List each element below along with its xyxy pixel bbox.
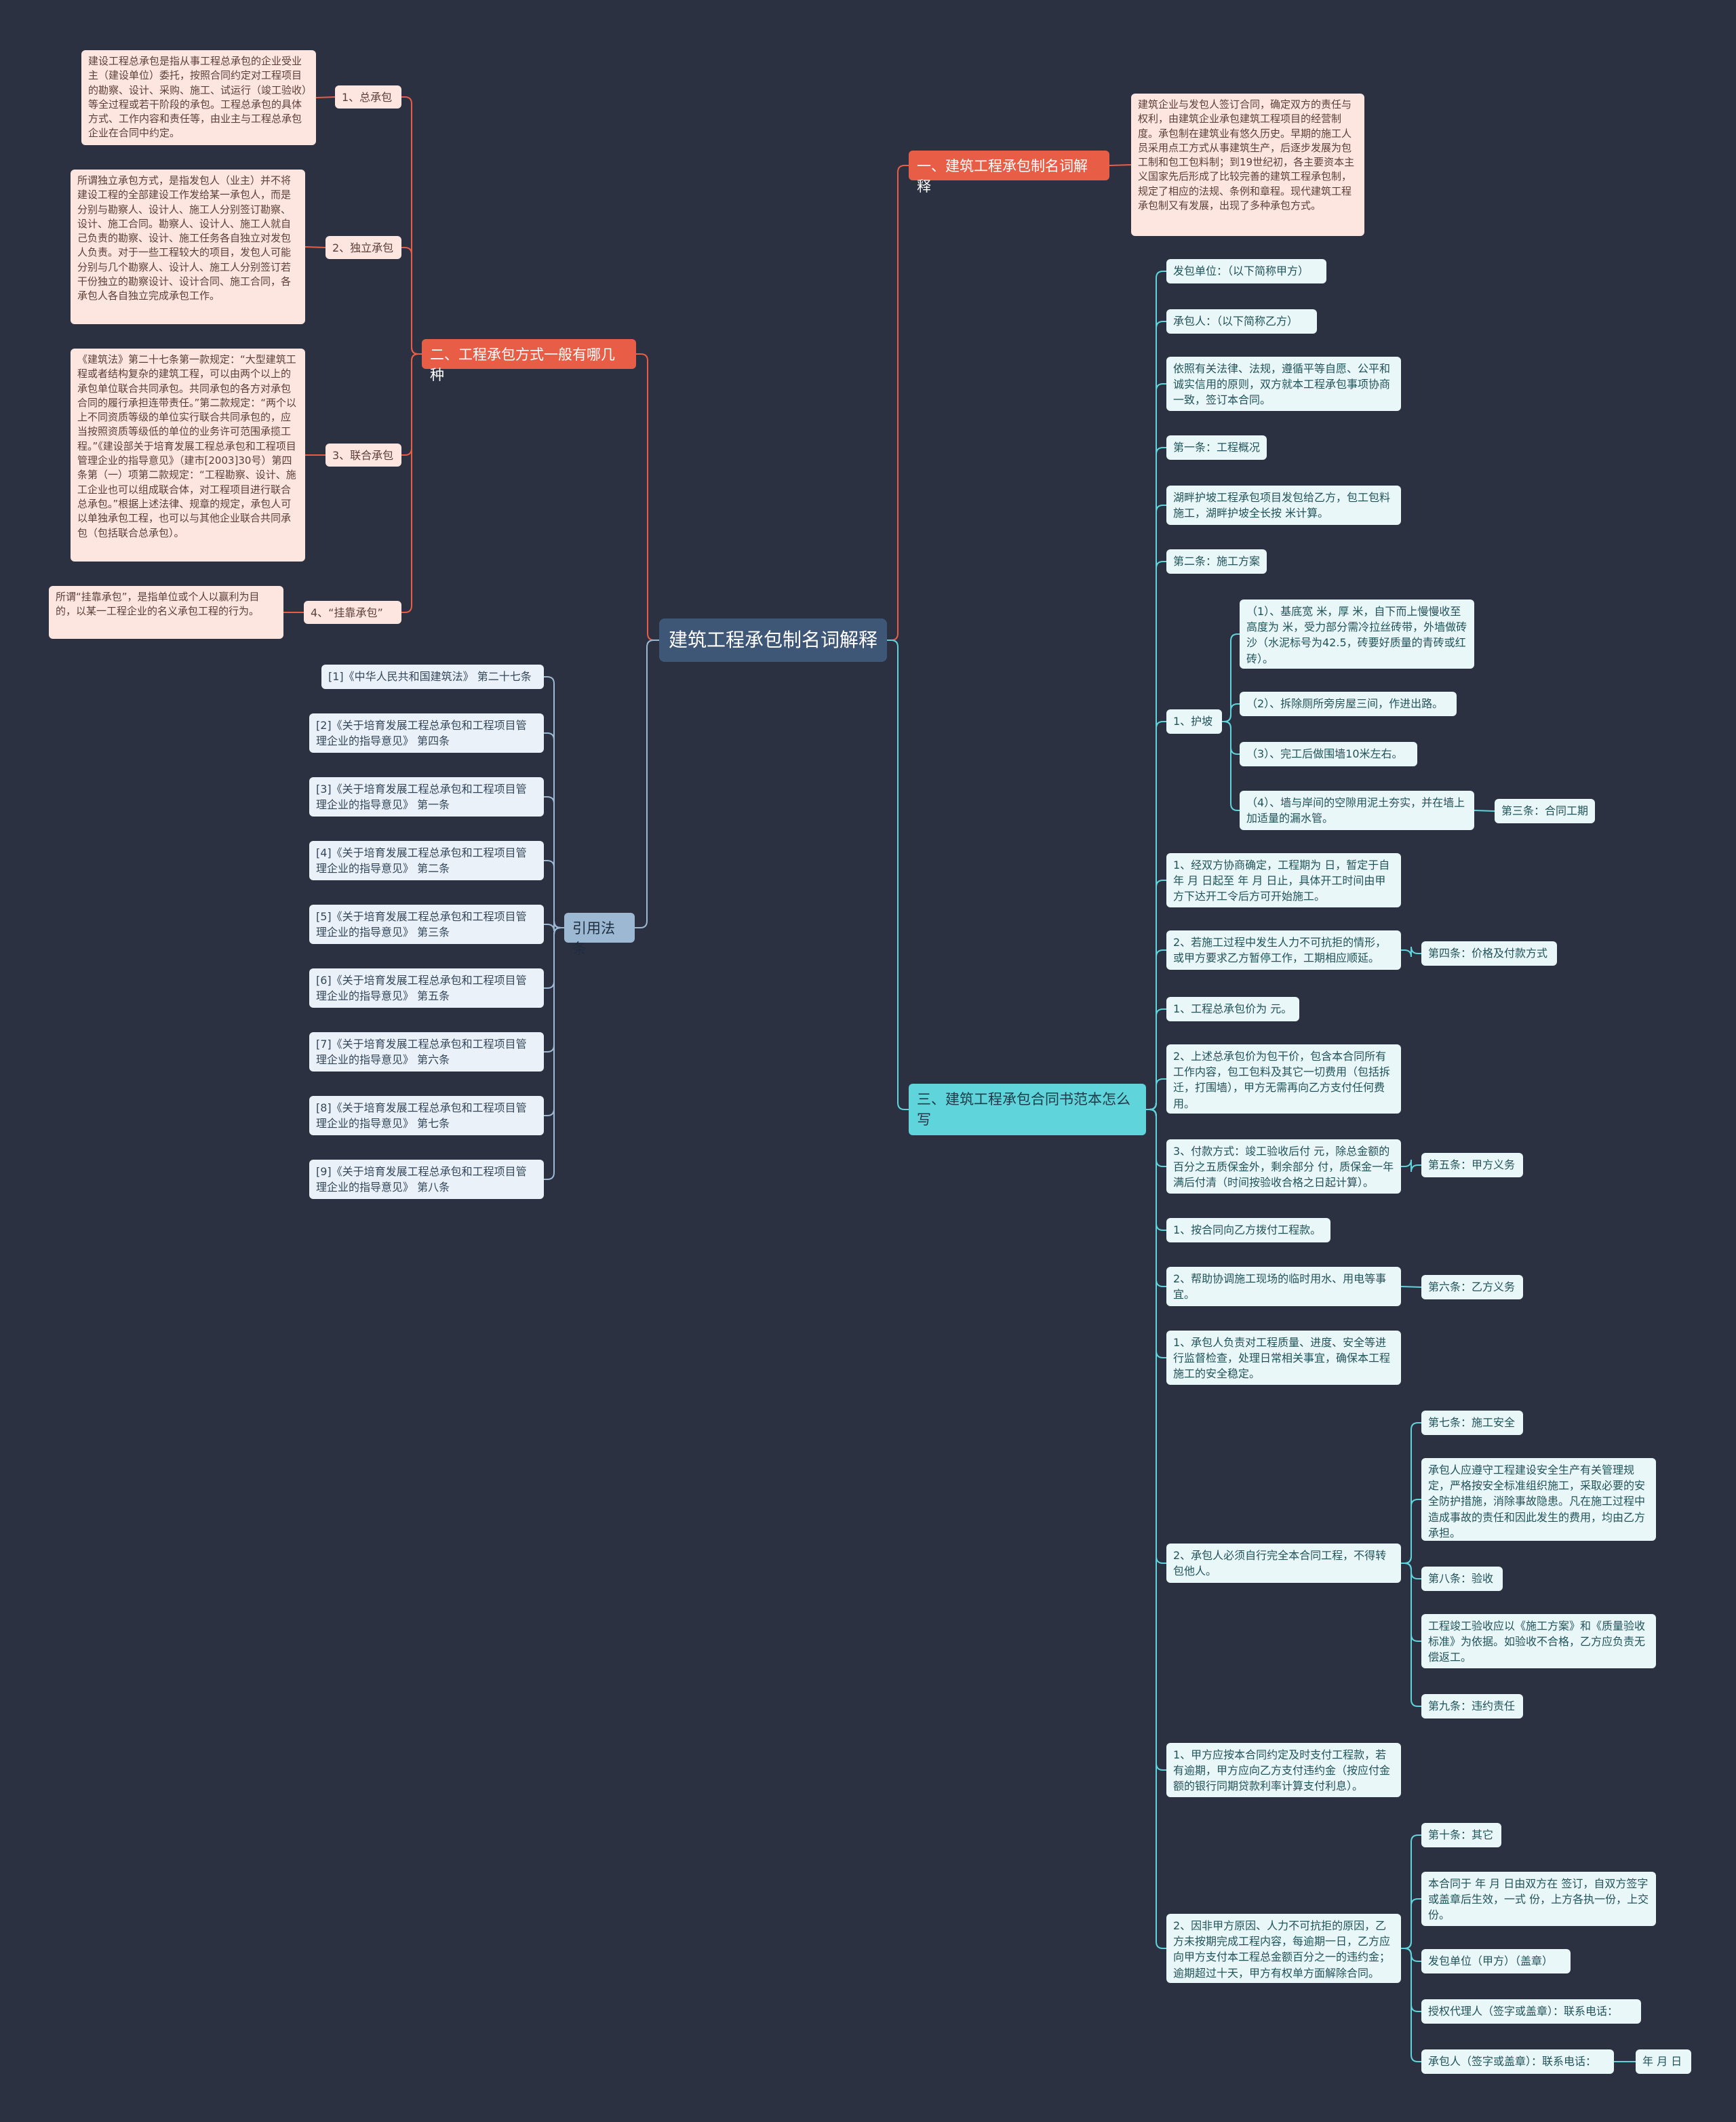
connector-line [544,927,564,1180]
connector-line [401,247,422,355]
ref-item-6[interactable]: [6]《关于培育发展工程总承包和工程项目管理企业的指导意见》 第五条 [309,968,544,1008]
connector-line [887,165,909,641]
section1-title[interactable]: 一、建筑工程承包制名词解释 [909,151,1109,195]
s3-art3[interactable]: 第三条：合同工期 [1495,799,1595,823]
s3-yi-1[interactable]: 1、承包人负责对工程质量、进度、安全等进行监督检查，处理日常相关事宜，确保本工程… [1166,1331,1401,1385]
connector-line [1401,1499,1421,1564]
connector-line [636,353,659,641]
connector-line [1400,1286,1422,1288]
s3-price-1[interactable]: 1、工程总承包价为 元。 [1166,997,1299,1021]
connector-line [1222,703,1240,722]
s3-weiyue-1[interactable]: 1、甲方应按本合同约定及时支付工程款，若有逾期，甲方应向乙方支付违约金（按应付金… [1166,1743,1401,1797]
ref-item-4[interactable]: [4]《关于培育发展工程总承包和工程项目管理企业的指导意见》 第二条 [309,841,544,880]
ref-item-8[interactable]: [8]《关于培育发展工程总承包和工程项目管理企业的指导意见》 第七条 [309,1096,544,1135]
connector-line [544,920,564,932]
s3-art7-text[interactable]: 承包人应遵守工程建设安全生产有关管理规定，严格按安全标准组织施工，采取必要的安全… [1421,1458,1656,1541]
s3-art2[interactable]: 第二条：施工方案 [1166,549,1267,574]
s3-art9[interactable]: 第九条：违约责任 [1421,1694,1523,1718]
section2-title[interactable]: 二、工程承包方式一般有哪几种 [422,339,636,383]
s3-date[interactable]: 年 月 日 [1636,2049,1691,2074]
ref-item-7[interactable]: [7]《关于培育发展工程总承包和工程项目管理企业的指导意见》 第六条 [309,1032,544,1072]
s3-period-2[interactable]: 2、若施工过程中发生人力不可抗拒的情形，或甲方要求乙方暂停工作，工期相应顺延。 [1166,930,1401,970]
ref-item-9[interactable]: [9]《关于培育发展工程总承包和工程项目管理企业的指导意见》 第八条 [309,1160,544,1199]
connector-line [1146,1109,1166,1949]
s3-art8-text[interactable]: 工程竣工验收应以《施工方案》和《质量验收标准》为依据。如验收不合格，乙方应负责无… [1421,1614,1656,1668]
s3-hupo-1[interactable]: （1）、基底宽 米，厚 米，自下而上慢慢收至高度为 米，受力部分需冷拉丝砖带，外… [1240,600,1474,669]
s3-art10-text[interactable]: 本合同于 年 月 日由双方在 签订，自双方签字或盖章后生效，一式 份，上方各执一… [1421,1872,1656,1926]
s3-sign-1[interactable]: 发包单位（甲方）（盖章） [1421,1949,1571,1973]
s2-item4-text: 所谓“挂靠承包”，是指单位或个人以赢利为目的，以某一工程企业的名义承包工程的行为… [49,586,283,639]
s3-price-2[interactable]: 2、上述总承包价为包干价，包含本合同所有工作内容，包工包料及其它一切费用（包括拆… [1166,1044,1401,1114]
s3-sign-3[interactable]: 承包人（签字或盖章）：联系电话： [1421,2049,1614,2074]
connector-line [1401,1898,1421,1949]
connector-line [1401,946,1421,958]
ref-item-1[interactable]: [1]《中华人民共和国建筑法》 第二十七条 [321,665,544,689]
s3-art5[interactable]: 第五条：甲方义务 [1421,1153,1523,1177]
s3-art10[interactable]: 第十条：其它 [1421,1823,1501,1847]
connector-line [1474,810,1495,812]
s3-sign-2[interactable]: 授权代理人（签字或盖章）：联系电话： [1421,1999,1641,2024]
section3-title[interactable]: 三、建筑工程承包合同书范本怎么写 [909,1084,1146,1135]
s3-price-3[interactable]: 3、付款方式：竣工验收后付 元，除总金额的百分之五质保金外，剩余部分 付，质保金… [1166,1139,1401,1194]
s3-period-1[interactable]: 1、经双方协商确定，工程期为 日，暂定于自 年 月 日起至 年 月 日止，具体开… [1166,853,1401,907]
connector-line [544,860,564,928]
connector-line [304,246,326,248]
s2-item1-label[interactable]: 1、总承包 [335,85,401,109]
s3-hupo-3[interactable]: （3）、完工后做围墙10米左右。 [1240,742,1417,766]
connector-line [887,640,909,1110]
s3-yi-2[interactable]: 2、承包人必须自行完全本合同工程，不得转包他人。 [1166,1544,1401,1583]
section1-text: 建筑企业与发包人签订合同，确定双方的责任与权利，由建筑企业承包建筑工程项目的经营… [1131,94,1364,236]
connector-line [1401,1948,1421,2062]
connector-line [635,640,659,928]
s2-item1-text: 建设工程总承包是指从事工程总承包的企业受业主（建设单位）委托，按照合同约定对工程… [81,50,316,145]
s3-art7[interactable]: 第七条：施工安全 [1421,1411,1523,1435]
connector-line [315,96,336,98]
s3-hupo[interactable]: 1、护坡 [1166,709,1222,734]
s3-jia-2[interactable]: 2、帮助协调施工现场的临时用水、用电等事宜。 [1166,1267,1401,1306]
s3-intro[interactable]: 依照有关法律、法规，遵循平等自愿、公平和诚实信用的原则，双方就本工程承包事项协商… [1166,357,1401,411]
s3-hupo-2[interactable]: （2）、拆除厕所旁房屋三间，作进出路。 [1240,692,1457,716]
root-topic[interactable]: 建筑工程承包制名词解释 [659,618,887,662]
s3-chengbao[interactable]: 承包人：（以下简称乙方） [1166,309,1317,334]
s2-item3-text: 《建筑法》第二十七条第一款规定：“大型建筑工程或者结构复杂的建筑工程，可以由两个… [71,349,305,562]
s2-item3-label[interactable]: 3、联合承包 [326,444,401,467]
connector-line [1401,1563,1421,1707]
s2-item2-text: 所谓独立承包方式，是指发包人（业主）并不将建设工程的全部建设工作发给某一承包人，… [71,170,305,324]
s3-jia-1[interactable]: 1、按合同向乙方拨付工程款。 [1166,1218,1330,1242]
s3-weiyue-2[interactable]: 2、因非甲方原因、人力不可抗拒的原因，乙方未按期完成工程内容，每逾期一日，乙方应… [1166,1914,1401,1983]
connector-line [1401,1159,1421,1173]
connector-line [401,353,422,613]
s3-fabao[interactable]: 发包单位：（以下简称甲方） [1166,259,1326,283]
s2-item2-label[interactable]: 2、独立承包 [326,236,401,259]
refs-title[interactable]: 引用法条 [564,913,635,957]
s3-art1-text[interactable]: 湖畔护坡工程承包项目发包给乙方，包工包料施工，湖畔护坡全长按 米计算。 [1166,486,1401,525]
s3-art8[interactable]: 第八条：验收 [1421,1567,1503,1591]
s3-art6[interactable]: 第六条：乙方义务 [1421,1275,1523,1299]
ref-item-5[interactable]: [5]《关于培育发展工程总承包和工程项目管理企业的指导意见》 第三条 [309,905,544,944]
s3-art4[interactable]: 第四条：价格及付款方式 [1421,941,1557,966]
s3-art1[interactable]: 第一条：工程概况 [1166,435,1267,460]
connector-line [1146,1078,1166,1110]
s3-hupo-4[interactable]: （4）、墙与岸间的空隙用泥土夯实，并在墙上加适量的漏水管。 [1240,791,1474,830]
connector-line [1222,721,1240,811]
ref-item-2[interactable]: [2]《关于培育发展工程总承包和工程项目管理企业的指导意见》 第四条 [309,713,544,753]
ref-item-3[interactable]: [3]《关于培育发展工程总承包和工程项目管理企业的指导意见》 第一条 [309,777,544,817]
s2-item4-label[interactable]: 4、“挂靠承包” [304,601,401,624]
